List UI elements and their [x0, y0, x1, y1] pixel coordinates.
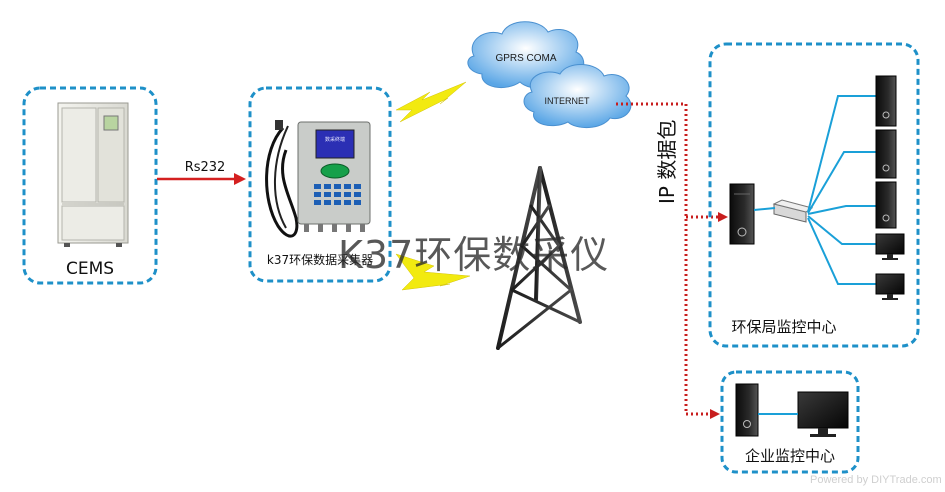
enterprise-center-label: 企业监控中心: [745, 447, 835, 465]
enterprise-center-node: 企业监控中心: [720, 370, 860, 474]
ip-arrow-epb: [718, 212, 728, 222]
collector-node: 数采终端 k37环保数据采集器: [248, 86, 392, 283]
rs232-label: Rs232: [185, 160, 226, 175]
client-pc-1-icon: [875, 75, 897, 127]
network-switch-icon: [772, 199, 814, 223]
server-icon: [729, 183, 755, 245]
cems-cabinet-icon: [57, 102, 129, 247]
enterprise-center-frame: [720, 370, 860, 474]
epb-center-frame: [708, 42, 920, 348]
collector-device-icon: 数采终端: [265, 120, 371, 238]
lightning-lower-icon: [395, 253, 471, 291]
rs232-link: Rs232: [157, 160, 246, 185]
lan-cables: [753, 95, 878, 285]
monitor-2-icon: [875, 273, 905, 300]
internet-cloud: INTERNET: [523, 64, 632, 128]
collector-label: k37环保数据采集器: [267, 252, 373, 267]
ip-data-path: [616, 102, 720, 416]
lightning-upper-icon: [395, 81, 467, 123]
cems-label: CEMS: [66, 259, 114, 279]
client-pc-2-icon: [875, 129, 897, 179]
epb-center-node: 环保局监控中心: [708, 42, 920, 348]
product-name-overlay: K37环保数采仪: [338, 233, 610, 277]
rs232-arrowhead: [234, 173, 246, 185]
watermark: Powered by DIYTrade.com: [810, 474, 942, 486]
cems-node: CEMS: [22, 86, 158, 285]
client-pc-3-icon: [875, 181, 897, 229]
gprs-cloud-label: GPRS COMA: [495, 53, 556, 64]
internet-cloud-label: INTERNET: [545, 96, 591, 106]
collector-frame: [248, 86, 392, 283]
monitor-1-icon: [875, 233, 905, 260]
cems-frame: [22, 86, 158, 285]
radio-tower-icon: [496, 138, 582, 350]
enterprise-monitor-icon: [797, 391, 849, 437]
ip-arrow-enterprise: [710, 409, 720, 419]
collector-screen-text: 数采终端: [325, 136, 345, 143]
epb-center-label: 环保局监控中心: [731, 318, 836, 336]
ip-packet-label: IP 数据包: [655, 120, 679, 204]
enterprise-pc-icon: [735, 383, 759, 437]
